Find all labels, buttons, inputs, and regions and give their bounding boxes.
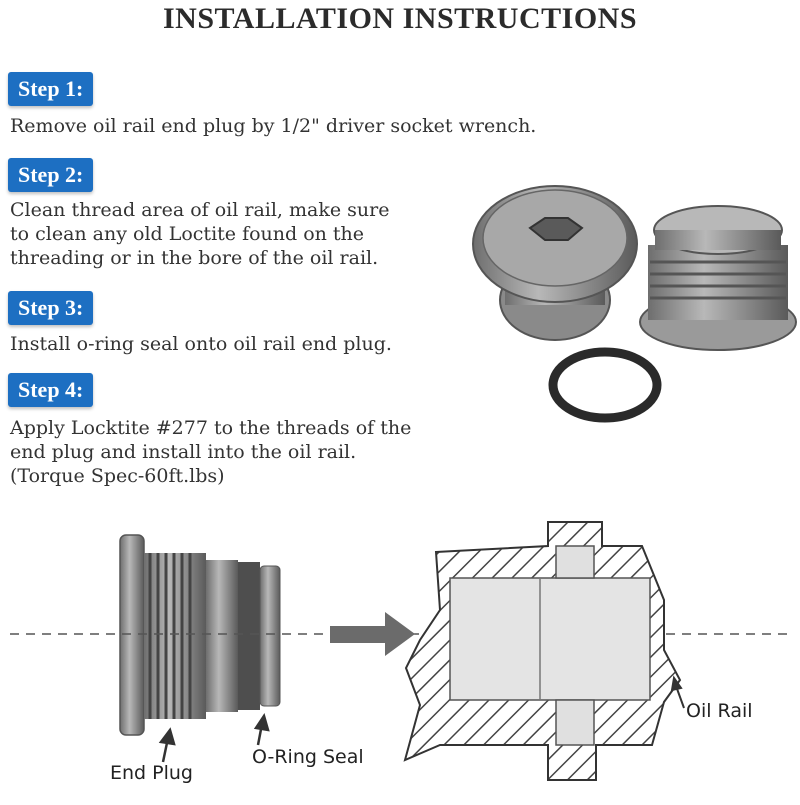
step-1-text: Remove oil rail end plug by 1/2" driver … [10, 115, 537, 137]
arrow-icon [330, 612, 415, 656]
step-2-badge: Step 2: [8, 158, 94, 192]
o-ring-seal-label: O-Ring Seal [252, 746, 364, 768]
oil-rail-pointer [670, 675, 685, 709]
step-1-badge: Step 1: [8, 72, 94, 106]
step-4-badge: Step 4: [8, 373, 94, 407]
plug-top-view [472, 185, 638, 341]
o-ring-photo [548, 347, 662, 423]
oil-rail-diagram [403, 521, 682, 781]
step-3-text: Install o-ring seal onto oil rail end pl… [10, 333, 392, 355]
o-ring-pointer [253, 713, 270, 746]
end-plug-label: End Plug [110, 762, 193, 784]
plug-side-view [639, 205, 797, 351]
end-plug-diagram [119, 534, 281, 736]
step-3-badge: Step 3: [8, 291, 94, 325]
oil-rail-label: Oil Rail [686, 700, 753, 722]
end-plug-pointer [158, 727, 176, 763]
page-title: INSTALLATION INSTRUCTIONS [162, 2, 637, 35]
step-4-text: Apply Locktite #277 to the threads of th… [10, 417, 412, 487]
step-2-text: Clean thread area of oil rail, make sure… [10, 199, 390, 269]
